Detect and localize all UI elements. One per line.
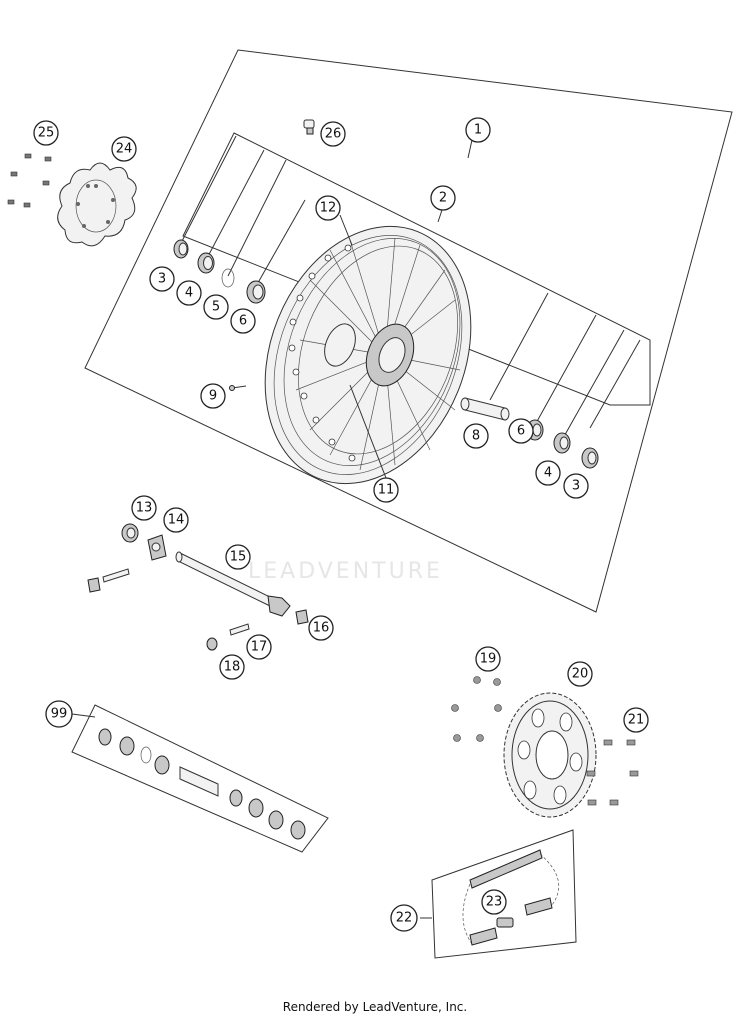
callout-12: 12 [315, 195, 341, 221]
footer-credit: Rendered by LeadVenture, Inc. [282, 1000, 468, 1014]
svg-text:17: 17 [251, 640, 268, 655]
chain-22 [462, 849, 560, 946]
svg-text:9: 9 [209, 389, 217, 404]
disc-screws-25 [7, 153, 52, 208]
callout-25: 25 [33, 120, 59, 146]
rim-wheel [264, 225, 472, 485]
screws-21 [586, 739, 639, 806]
svg-text:4: 4 [544, 466, 552, 481]
sprocket-20 [503, 692, 597, 818]
callout-6-left: 6 [230, 308, 256, 334]
svg-text:23: 23 [486, 895, 503, 910]
bearing-right-3 [581, 447, 599, 469]
svg-text:11: 11 [378, 483, 395, 498]
callout-26: 26 [320, 121, 346, 147]
svg-text:22: 22 [396, 911, 413, 926]
svg-text:4: 4 [185, 286, 193, 301]
callout-2: 2 [430, 185, 456, 211]
wheel-assembly-frame [84, 49, 733, 613]
nut-18 [206, 637, 218, 651]
svg-text:18: 18 [224, 660, 241, 675]
nuts-19 [451, 676, 502, 742]
svg-text:6: 6 [517, 424, 525, 439]
svg-text:25: 25 [38, 126, 55, 141]
callout-8: 8 [463, 423, 489, 449]
callout-3-left: 3 [149, 266, 175, 292]
svg-text:21: 21 [628, 713, 645, 728]
plug-16 [295, 609, 309, 625]
callout-3-right: 3 [563, 473, 589, 499]
axle-nut-13 [121, 523, 139, 543]
callout-15: 15 [225, 544, 251, 570]
bearing-kit-frame [71, 704, 329, 853]
callout-23: 23 [481, 889, 507, 915]
svg-text:24: 24 [116, 142, 133, 157]
bearing-kit-99 [98, 728, 306, 840]
spacer-8 [460, 397, 510, 421]
callout-18: 18 [219, 654, 245, 680]
callout-5: 5 [203, 294, 229, 320]
callout-9: 9 [200, 383, 226, 409]
chain-group-frame [431, 829, 577, 959]
callout-13: 13 [131, 495, 157, 521]
callout-4-left: 4 [176, 280, 202, 306]
callout-4-right: 4 [535, 460, 561, 486]
svg-text:26: 26 [325, 127, 342, 142]
svg-text:8: 8 [472, 429, 480, 444]
callout-20: 20 [567, 661, 593, 687]
svg-text:20: 20 [572, 667, 589, 682]
bearing-left-6 [246, 280, 266, 304]
svg-text:1: 1 [474, 123, 482, 138]
svg-text:5: 5 [212, 300, 220, 315]
chain-joint-23 [496, 917, 514, 928]
callout-22: 22 [390, 904, 418, 932]
callout-6-right: 6 [508, 418, 534, 444]
callout-16: 16 [308, 615, 334, 641]
callout-19: 19 [475, 646, 501, 672]
chain-adjuster-14 [147, 534, 167, 561]
callout-11: 11 [373, 477, 399, 503]
brake-disc-24 [57, 162, 137, 247]
svg-text:19: 19 [480, 652, 497, 667]
bearing-right-4 [553, 432, 571, 454]
bearing-left-3 [173, 239, 189, 259]
bearing-left-4 [197, 252, 215, 274]
hub-group-frame [182, 132, 651, 406]
svg-text:2: 2 [439, 191, 447, 206]
svg-text:12: 12 [320, 201, 337, 216]
svg-text:15: 15 [230, 550, 247, 565]
callout-1: 1 [465, 117, 491, 143]
svg-text:13: 13 [136, 501, 153, 516]
callout-24: 24 [111, 136, 137, 162]
svg-text:99: 99 [51, 707, 68, 722]
valve-26 [303, 119, 315, 135]
callout-99: 99 [45, 700, 73, 728]
callout-14: 14 [163, 507, 189, 533]
callout-17: 17 [246, 634, 272, 660]
svg-text:6: 6 [239, 314, 247, 329]
bolt-adjuster-left [87, 568, 130, 593]
svg-text:14: 14 [168, 513, 185, 528]
svg-text:3: 3 [158, 272, 166, 287]
screw-9 [229, 385, 247, 391]
screw-17 [229, 623, 250, 636]
svg-text:3: 3 [572, 479, 580, 494]
circlip-5 [221, 268, 235, 288]
watermark-text: LEADVENTURE [248, 559, 443, 584]
wheel-spindle-15 [175, 551, 291, 617]
svg-text:16: 16 [313, 621, 330, 636]
callout-21: 21 [623, 707, 649, 733]
